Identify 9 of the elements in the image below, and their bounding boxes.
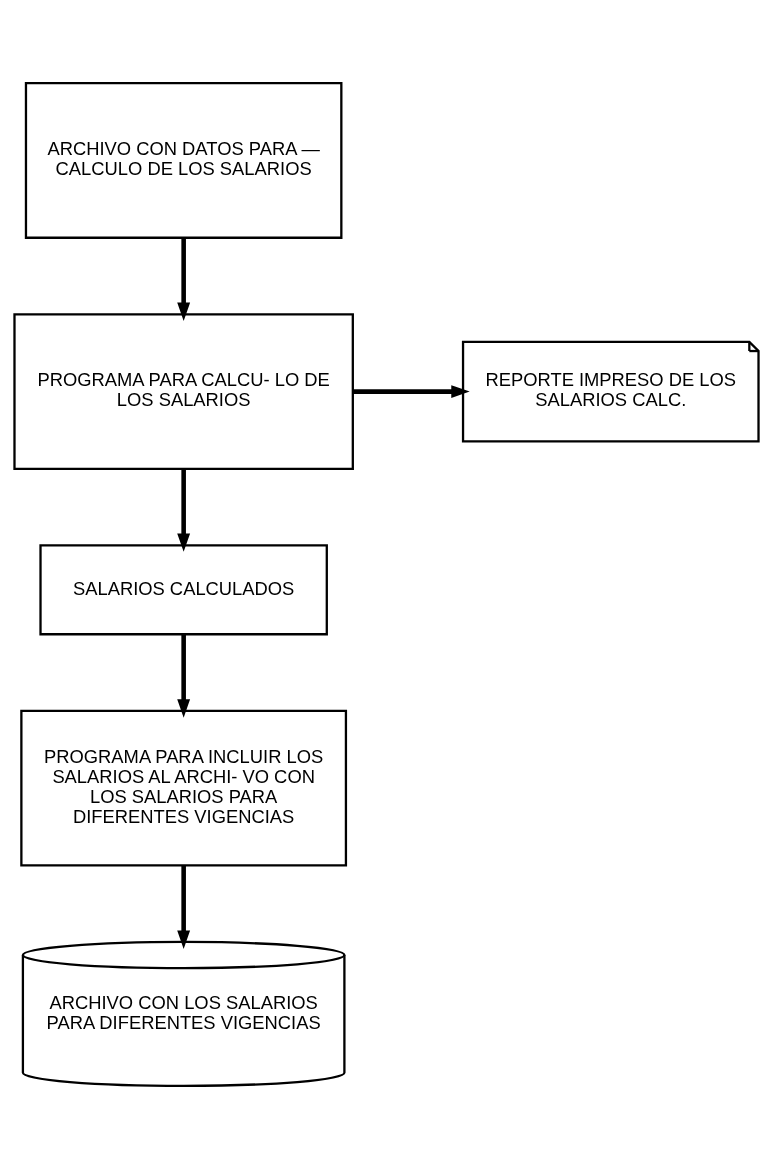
- arrow: [177, 469, 191, 552]
- node-box: SALARIOS CALCULADOS: [39, 544, 328, 636]
- node-box: PROGRAMA PARA INCLUIR LOS SALARIOS AL ARCHI- VO CON LOS SALARIOS PARA DIFERENTES VIGENCIAS: [20, 709, 348, 867]
- arrow: [177, 237, 191, 321]
- arrow: [177, 634, 191, 718]
- arrow: [353, 385, 470, 399]
- arrow: [177, 865, 191, 949]
- node-box: ARCHIVO CON DATOS PARA — CALCULO DE LOS SALARIOS: [24, 81, 343, 239]
- node-box: PROGRAMA PARA CALCU- LO DE LOS SALARIOS: [13, 313, 354, 471]
